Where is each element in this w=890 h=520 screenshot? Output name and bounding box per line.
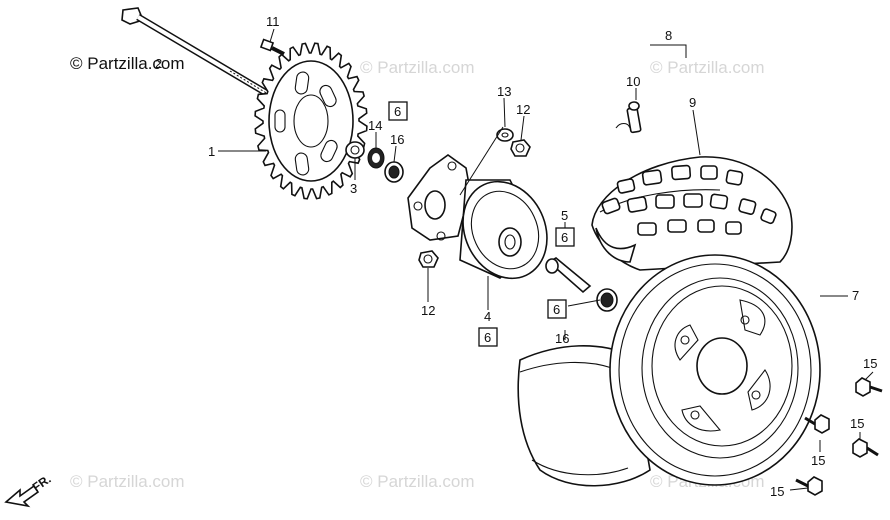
tire-part[interactable] [591, 156, 793, 271]
callout-9: 9 [689, 95, 696, 110]
callout-box [555, 227, 575, 247]
callout-5: 5 [561, 208, 568, 223]
collar-part[interactable] [345, 141, 365, 159]
callout-11: 11 [266, 14, 280, 29]
callout-6: 6 [553, 302, 560, 317]
callout-14: 14 [368, 118, 382, 133]
callout-box [388, 101, 408, 121]
wheel-rim-part[interactable] [609, 254, 821, 486]
drive-sprocket-part[interactable] [254, 42, 368, 200]
callout-1: 1 [208, 144, 215, 159]
hub-nut-part[interactable] [418, 250, 439, 268]
wheel-nut-part[interactable] [855, 377, 883, 397]
callout-10: 10 [626, 74, 640, 89]
front-arrow-icon: FR. [4, 472, 54, 508]
callout-3: 3 [350, 181, 357, 196]
callout-13: 13 [497, 84, 511, 99]
leader-lines [218, 28, 874, 491]
callout-box [478, 327, 498, 347]
wheel-nut-part[interactable] [804, 414, 830, 434]
callout-12: 12 [516, 102, 530, 117]
callout-box [547, 299, 567, 319]
oil-seal-part[interactable] [367, 147, 385, 169]
axle-bolt-part[interactable] [121, 7, 270, 98]
callout-4: 4 [484, 309, 491, 324]
wheel-hub-part[interactable] [407, 154, 562, 292]
wheel-nut-part[interactable] [852, 438, 879, 458]
callout-15: 15 [770, 484, 784, 499]
bearing-part[interactable] [596, 288, 618, 312]
sprocket-bolt-part[interactable] [259, 38, 285, 56]
distance-collar-part[interactable] [545, 257, 592, 294]
callout-15: 15 [850, 416, 864, 431]
callout-12: 12 [421, 303, 435, 318]
wheel-nut-part[interactable] [795, 476, 823, 496]
watermark: © Partzilla.com [650, 58, 765, 77]
callout-8: 8 [665, 28, 672, 43]
callout-7: 7 [852, 288, 859, 303]
callout-15: 15 [863, 356, 877, 371]
watermark: © Partzilla.com [70, 472, 185, 491]
callout-16: 16 [555, 331, 569, 346]
bearing-part[interactable] [384, 161, 404, 183]
callout-6: 6 [561, 230, 568, 245]
valve-part[interactable] [615, 101, 642, 134]
callout-16: 16 [390, 132, 404, 147]
watermark-primary: © Partzilla.com [70, 54, 185, 73]
callout-15: 15 [811, 453, 825, 468]
callout-2: 2 [155, 56, 162, 71]
callout-6: 6 [394, 104, 401, 119]
hub-nut-part[interactable] [510, 139, 531, 157]
watermark: © Partzilla.com [360, 472, 475, 491]
callout-6: 6 [484, 330, 491, 345]
watermark: © Partzilla.com [360, 58, 475, 77]
washer-part[interactable] [496, 128, 514, 142]
